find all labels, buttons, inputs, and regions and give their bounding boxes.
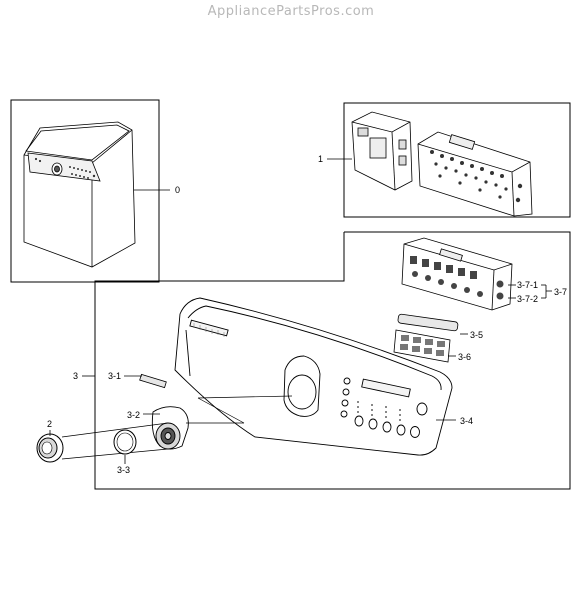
- callout-3-5: 3-5: [470, 330, 483, 340]
- box-assembly-0: 0: [10, 99, 180, 283]
- callout-2: 2: [47, 419, 52, 429]
- callout-0: 0: [175, 185, 180, 195]
- main-pcb-drawing[interactable]: [351, 111, 533, 217]
- explosion-lines: [61, 395, 293, 460]
- callout-3-2: 3-2: [127, 410, 140, 420]
- button-holder-part[interactable]: [393, 329, 451, 363]
- callout-3-7: 3-7: [554, 287, 567, 297]
- appliance-cabinet-drawing[interactable]: [23, 121, 136, 268]
- watermark: AppliancePartsPros.com: [207, 4, 375, 19]
- callout-3: 3: [73, 371, 78, 381]
- sub-pcb-bracket: [508, 284, 552, 299]
- knob-base-part[interactable]: [151, 406, 189, 450]
- sub-pcb-drawing[interactable]: [401, 237, 513, 311]
- display-lens-part[interactable]: [397, 313, 459, 332]
- box-assembly-1: 1: [318, 102, 571, 218]
- callout-3-3: 3-3: [117, 465, 130, 475]
- callout-3-7-1: 3-7-1: [517, 280, 538, 290]
- callout-3-4: 3-4: [460, 416, 473, 426]
- box-assembly-3: 3: [61, 231, 571, 490]
- knob-part[interactable]: [36, 433, 64, 463]
- callout-1: 1: [318, 154, 323, 164]
- callout-3-1: 3-1: [108, 371, 121, 381]
- control-panel-drawing[interactable]: [174, 297, 453, 456]
- callout-3-6: 3-6: [458, 352, 471, 362]
- callout-3-7-2: 3-7-2: [517, 294, 538, 304]
- panel-strip-part[interactable]: [139, 373, 167, 389]
- knob-ring-part[interactable]: [113, 429, 137, 455]
